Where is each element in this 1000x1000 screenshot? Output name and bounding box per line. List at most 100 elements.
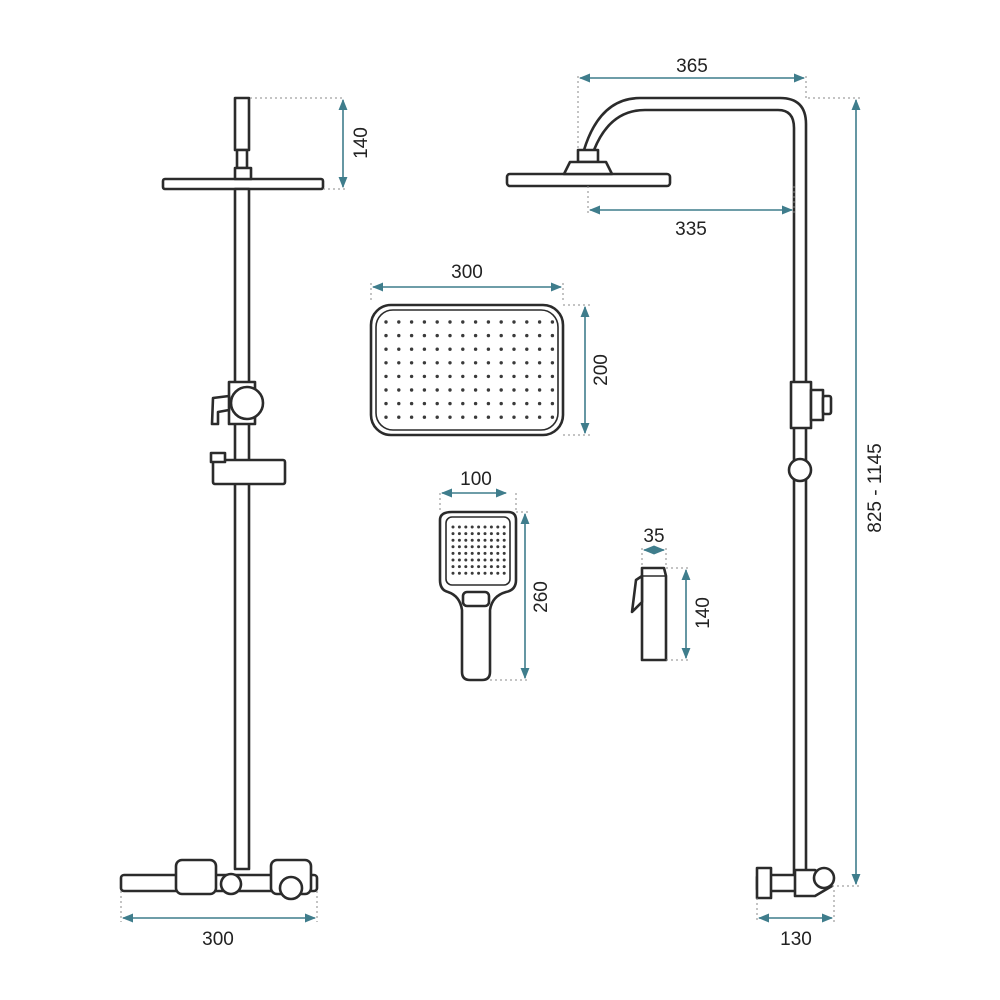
nozzle-dot — [464, 532, 468, 536]
nozzle-dot — [470, 545, 474, 549]
nozzle-dot — [496, 525, 500, 529]
handshower-detail — [438, 510, 518, 682]
nozzle-dot — [483, 525, 487, 529]
nozzle-dot — [461, 320, 465, 324]
nozzle-dot — [512, 388, 516, 392]
dim-label-side-height: 825 - 1145 — [865, 443, 886, 532]
nozzle-dot — [409, 333, 414, 338]
nozzle-dot — [448, 361, 452, 365]
nozzle-dot — [422, 320, 427, 324]
nozzle-dot — [537, 374, 542, 379]
nozzle-dot — [464, 558, 468, 562]
nozzle-dot — [483, 545, 487, 549]
nozzle-dot — [451, 558, 455, 562]
side-diverter-knob — [809, 388, 825, 422]
nozzle-dot — [457, 551, 461, 555]
nozzle-dot — [448, 415, 452, 419]
nozzle-dot — [473, 320, 478, 324]
nozzle-dot — [448, 401, 452, 406]
nozzle-dot — [464, 565, 468, 569]
nozzle-dot — [461, 388, 465, 392]
front-handshower-neck — [235, 148, 249, 170]
nozzle-dot — [486, 415, 491, 419]
nozzle-dot — [422, 333, 427, 338]
side-head-fitting — [576, 148, 600, 164]
nozzle-dot — [473, 347, 478, 351]
nozzle-dot — [470, 571, 474, 575]
nozzle-dot — [409, 401, 414, 406]
nozzle-dot — [486, 361, 491, 365]
front-riser-pipe — [233, 187, 251, 871]
nozzle-dot — [473, 401, 478, 406]
nozzle-dot — [489, 532, 493, 536]
side-view — [505, 96, 836, 900]
nozzle-dot — [502, 551, 506, 555]
nozzle-dot — [470, 532, 474, 536]
rain-head-dimensions: 300 200 — [370, 262, 612, 436]
wall-holder-body — [640, 566, 668, 662]
nozzle-dot — [457, 532, 461, 536]
side-diverter-body — [789, 380, 813, 430]
nozzle-dot — [461, 347, 465, 351]
nozzle-dot — [397, 347, 401, 351]
dim-label-head-300: 300 — [451, 262, 483, 283]
nozzle-dot — [486, 320, 491, 324]
nozzle-dot — [483, 571, 487, 575]
front-rain-head-mount — [233, 166, 253, 181]
dim-label-holder-35: 35 — [643, 526, 664, 547]
nozzle-dot — [397, 333, 401, 338]
nozzle-dot — [435, 333, 439, 338]
nozzle-dot — [550, 361, 555, 365]
nozzle-dot — [477, 565, 481, 569]
nozzle-dot — [486, 401, 491, 406]
nozzle-dot — [477, 551, 481, 555]
nozzle-dot — [537, 415, 542, 419]
nozzle-dot — [451, 571, 455, 575]
nozzle-dot — [470, 525, 474, 529]
nozzle-dot — [496, 538, 500, 542]
nozzle-dot — [499, 415, 503, 419]
nozzle-dot — [435, 361, 439, 365]
nozzle-dot — [537, 347, 542, 351]
front-diverter-knob — [229, 385, 265, 421]
nozzle-dot — [384, 374, 388, 379]
nozzle-dot — [397, 320, 401, 324]
handshower-button — [461, 590, 491, 608]
nozzle-dot — [512, 347, 516, 351]
dim-label-head-200: 200 — [591, 354, 612, 386]
nozzle-dot — [473, 333, 478, 338]
nozzle-dot — [461, 333, 465, 338]
nozzle-dot — [473, 415, 478, 419]
nozzle-dot — [464, 538, 468, 542]
nozzle-dot — [422, 388, 427, 392]
nozzle-dot — [435, 388, 439, 392]
nozzle-dot — [464, 545, 468, 549]
nozzle-dot — [512, 415, 516, 419]
nozzle-dot — [477, 571, 481, 575]
nozzle-dot — [486, 388, 491, 392]
nozzle-dot — [451, 538, 455, 542]
nozzle-dot — [451, 551, 455, 555]
nozzle-dot — [435, 374, 439, 379]
side-mixer-mount — [755, 866, 773, 900]
side-slider-knob — [787, 457, 813, 483]
nozzle-dot — [461, 374, 465, 379]
nozzle-dot — [473, 361, 478, 365]
nozzle-dot — [525, 401, 529, 406]
nozzle-dot — [489, 545, 493, 549]
nozzle-dot — [473, 374, 478, 379]
side-dimensions: 365 335 825 - 1145 130 — [577, 56, 886, 950]
nozzle-dot — [550, 415, 555, 419]
nozzle-dot — [499, 347, 503, 351]
nozzle-dot — [451, 525, 455, 529]
dim-label-holder-140: 140 — [693, 597, 714, 629]
nozzle-dot — [457, 571, 461, 575]
nozzle-dot — [448, 333, 452, 338]
front-mixer-center-knob — [219, 872, 243, 896]
nozzle-dot — [499, 320, 503, 324]
dim-label-hand-100: 100 — [460, 469, 492, 490]
nozzle-dot — [499, 401, 503, 406]
nozzle-dot — [422, 415, 427, 419]
nozzle-dot — [422, 347, 427, 351]
nozzle-dot — [525, 415, 529, 419]
